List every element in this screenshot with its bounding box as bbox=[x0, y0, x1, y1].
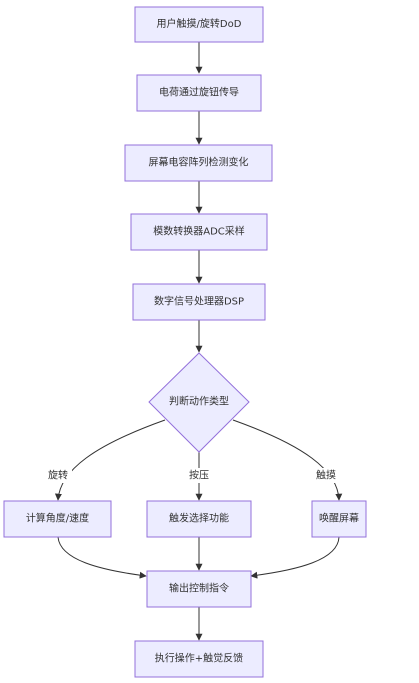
node-dsp: 数字信号处理器DSP bbox=[132, 283, 266, 321]
node-capacitive-array-detect-label: 屏幕电容阵列检测变化 bbox=[149, 156, 249, 169]
node-execute-haptic-label: 执行操作+触觉反馈 bbox=[155, 652, 243, 665]
node-wake-screen: 唤醒屏幕 bbox=[311, 500, 367, 538]
node-calc-angle-speed-label: 计算角度/速度 bbox=[26, 512, 89, 525]
edge-n6-n7 bbox=[54, 419, 166, 501]
node-user-touch-rotate-label: 用户触摸/旋转DoD bbox=[157, 17, 242, 30]
node-output-control: 输出控制指令 bbox=[146, 570, 252, 608]
node-adc-sampling: 模数转换器ADC采样 bbox=[130, 213, 268, 251]
node-calc-angle-speed: 计算角度/速度 bbox=[3, 500, 112, 538]
edge-n7-n10 bbox=[57, 536, 147, 579]
node-wake-screen-label: 唤醒屏幕 bbox=[319, 512, 359, 525]
node-dsp-label: 数字信号处理器DSP bbox=[154, 295, 244, 308]
node-adc-sampling-label: 模数转换器ADC采样 bbox=[153, 225, 245, 238]
edge-label-press-text: 按压 bbox=[189, 469, 209, 482]
edge-n6-n9 bbox=[232, 419, 343, 501]
edge-label-press: 按压 bbox=[185, 468, 213, 483]
node-judge-action-type: 判断动作类型 bbox=[148, 352, 250, 453]
node-judge-action-type-label: 判断动作类型 bbox=[169, 395, 229, 408]
edge-label-touch: 触摸 bbox=[312, 468, 340, 483]
node-trigger-select: 触发选择功能 bbox=[146, 500, 252, 538]
node-capacitive-array-detect: 屏幕电容阵列检测变化 bbox=[124, 144, 273, 182]
edge-label-rotate-text: 旋转 bbox=[48, 469, 68, 482]
node-output-control-label: 输出控制指令 bbox=[169, 582, 229, 595]
node-charge-conduction: 电荷通过旋钮传导 bbox=[136, 74, 262, 112]
node-execute-haptic: 执行操作+触觉反馈 bbox=[134, 640, 264, 678]
edge-n9-n10 bbox=[250, 536, 340, 579]
edges bbox=[54, 42, 343, 641]
node-trigger-select-label: 触发选择功能 bbox=[169, 512, 229, 525]
node-charge-conduction-label: 电荷通过旋钮传导 bbox=[159, 86, 239, 99]
edge-label-touch-text: 触摸 bbox=[316, 469, 336, 482]
edge-label-rotate: 旋转 bbox=[44, 468, 72, 483]
node-user-touch-rotate: 用户触摸/旋转DoD bbox=[134, 6, 264, 43]
